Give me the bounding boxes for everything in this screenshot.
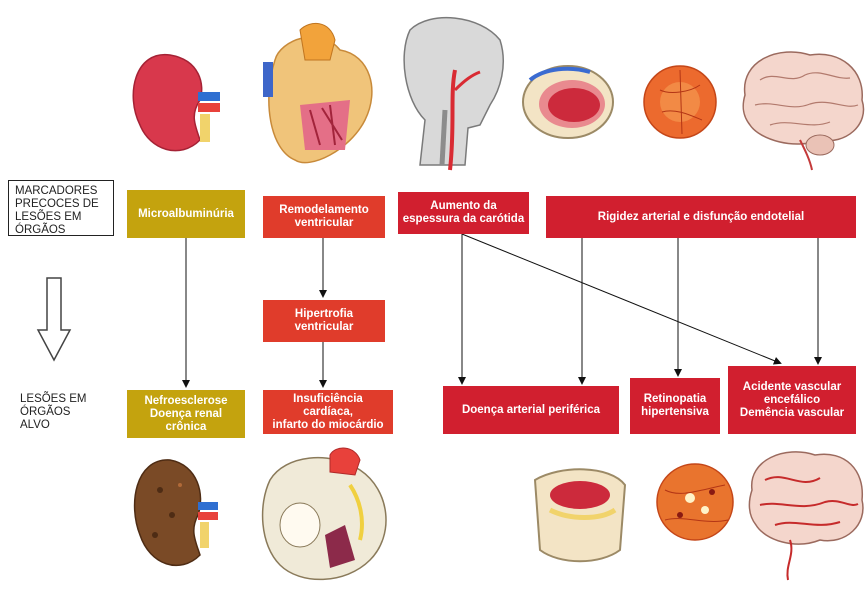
top-illustrations bbox=[0, 0, 865, 180]
retina-icon bbox=[644, 66, 716, 138]
target-damage-label: LESÕES EM ÓRGÃOS ALVO bbox=[20, 393, 86, 432]
brain-icon bbox=[743, 52, 863, 170]
ventricular-hypertrophy-box: Hipertrofia ventricular bbox=[263, 300, 385, 342]
arrow-carotid-stroke bbox=[462, 234, 780, 363]
stroke-box: Acidente vascular encefálico Demência va… bbox=[728, 366, 856, 434]
damaged-kidney-icon bbox=[135, 460, 218, 565]
peripheral-disease-box: Doença arterial periférica bbox=[443, 386, 619, 434]
arterial-stiffness-box: Rigidez arterial e disfunção endotelial bbox=[546, 196, 856, 238]
damaged-retina-icon bbox=[657, 464, 733, 540]
nephrosclerosis-box: Nefroesclerose Doença renal crônica bbox=[127, 390, 245, 438]
heart-icon bbox=[263, 23, 372, 162]
carotid-thickness-box: Aumento da espessura da carótida bbox=[398, 192, 529, 234]
microalbuminuria-box: Microalbuminúria bbox=[127, 190, 245, 238]
artery-cross-section-icon bbox=[523, 66, 613, 138]
retinopathy-box: Retinopatia hipertensiva bbox=[630, 378, 720, 434]
head-carotid-icon bbox=[404, 18, 503, 170]
down-arrow-icon bbox=[38, 278, 70, 360]
bottom-illustrations bbox=[0, 440, 865, 590]
ventricular-remodeling-box: Remodelamento ventricular bbox=[263, 196, 385, 238]
early-markers-label: MARCADORES PRECOCES DE LESÕES EM ÓRGÃOS bbox=[8, 180, 114, 236]
heart-failure-box: Insuficiência cardíaca, infarto do miocá… bbox=[263, 390, 393, 434]
damaged-heart-icon bbox=[263, 448, 386, 579]
kidney-icon bbox=[133, 55, 220, 151]
damaged-brain-icon bbox=[749, 452, 863, 580]
damaged-artery-icon bbox=[535, 469, 625, 561]
